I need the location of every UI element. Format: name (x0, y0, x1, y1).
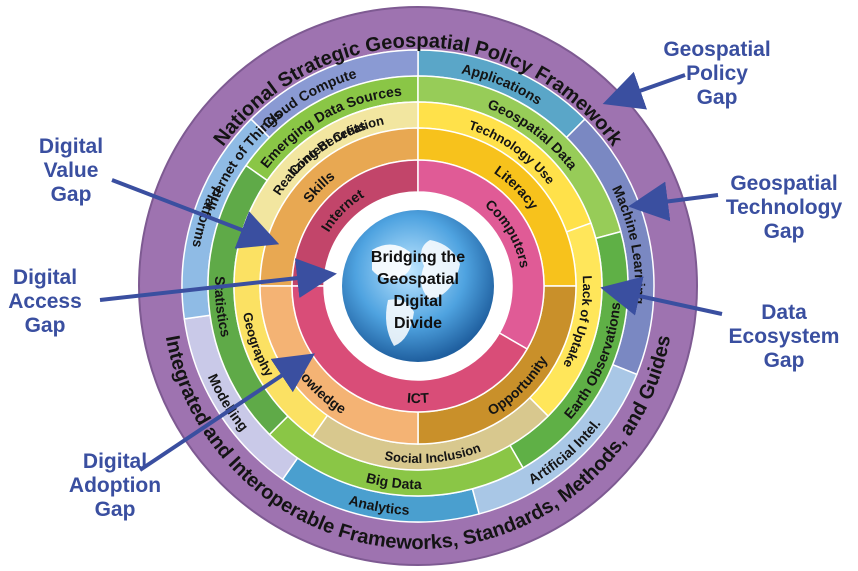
adoption-gap-line-3: Gap (94, 498, 136, 521)
ecosystem-gap-line-2: Ecosystem (728, 325, 840, 348)
policy-gap-arrow (602, 71, 686, 110)
technology-gap-arrow (628, 181, 719, 222)
access-gap-arrow (99, 258, 337, 302)
policy-gap-line-3: Gap (696, 86, 738, 109)
policy-gap-line-1: Geospatial (663, 38, 771, 61)
policy-gap-label: Geospatial Policy Gap (657, 38, 777, 110)
ecosystem-gap-line-3: Gap (763, 349, 805, 372)
access-ring (291, 159, 545, 413)
adoption-gap-line-2: Adoption (68, 474, 162, 497)
ecosystem-gap-label: Data Ecosystem Gap (718, 301, 850, 373)
access-gap-line-2: Access (8, 290, 82, 313)
value-gap-label: Digital Value Gap (26, 135, 116, 207)
center-title-line-4: Divide (394, 315, 442, 332)
center-title-line-1: Bridging the (371, 249, 465, 266)
access-ring-segment-2 (291, 285, 529, 413)
access-gap-label: Digital Access Gap (0, 266, 90, 338)
value-gap-line-3: Gap (50, 183, 92, 206)
adoption-gap-label: Digital Adoption Gap (60, 450, 170, 522)
center-title-line-3: Digital (394, 293, 443, 310)
value-gap-line-2: Value (43, 159, 99, 182)
policy-gap-line-2: Policy (686, 62, 748, 85)
adoption-gap-line-1: Digital (82, 450, 148, 473)
technology-gap-line-3: Gap (763, 220, 805, 243)
access-gap-line-1: Digital (12, 266, 78, 289)
lbl-ict-label: ICT (406, 390, 429, 407)
adoption-gap-arrow (138, 353, 315, 472)
center-title-line-2: Geospatial (377, 271, 459, 288)
lbl-ict-text: ICT (406, 390, 429, 407)
ecosystem-gap-arrow (600, 276, 723, 316)
technology-gap-line-1: Geospatial (730, 172, 838, 195)
data-ring (207, 75, 629, 497)
technology-gap-label: Geospatial Technology Gap (710, 172, 858, 244)
technology-gap-line-2: Technology (725, 196, 843, 219)
gap-arrows (99, 71, 723, 472)
value-gap-line-1: Digital (38, 135, 104, 158)
access-gap-line-3: Gap (24, 314, 66, 337)
ecosystem-gap-line-1: Data (761, 301, 807, 324)
center-globe: Bridging the Geospatial Digital Divide (336, 204, 500, 368)
value-gap-arrow (111, 178, 280, 249)
